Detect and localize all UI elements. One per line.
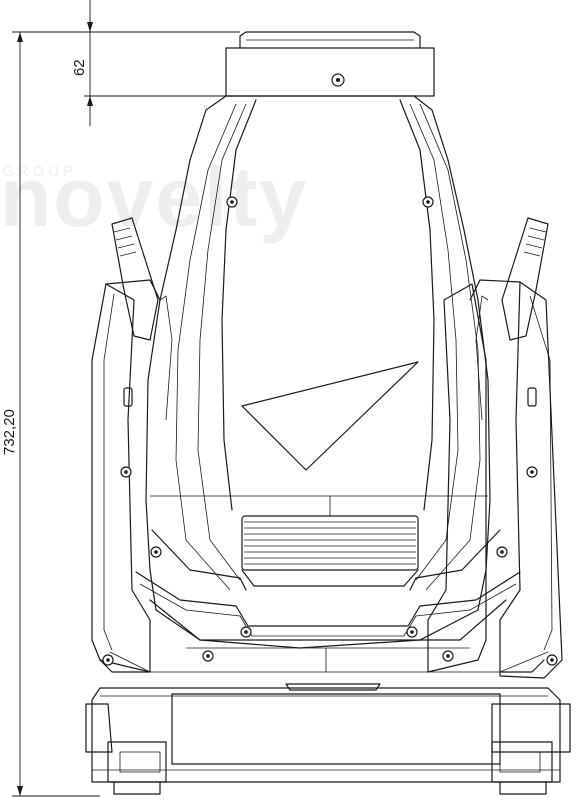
triangle-emblem: [241, 361, 419, 471]
watermark-brand: novelty: [0, 150, 308, 244]
head-cap: [225, 31, 435, 97]
yoke: [91, 279, 563, 679]
base: [85, 683, 571, 795]
vent-grille: [241, 515, 419, 587]
handles: [111, 217, 549, 341]
dimension-total-height: 732,20: [1, 31, 240, 797]
watermark: GROUP novelty: [0, 150, 308, 244]
dimension-head-cap: 62: [71, 0, 240, 126]
head-body: [99, 95, 549, 673]
dimension-total-height-label: 732,20: [1, 409, 18, 455]
screws: [102, 196, 558, 666]
dimension-head-cap-label: 62: [71, 59, 88, 76]
